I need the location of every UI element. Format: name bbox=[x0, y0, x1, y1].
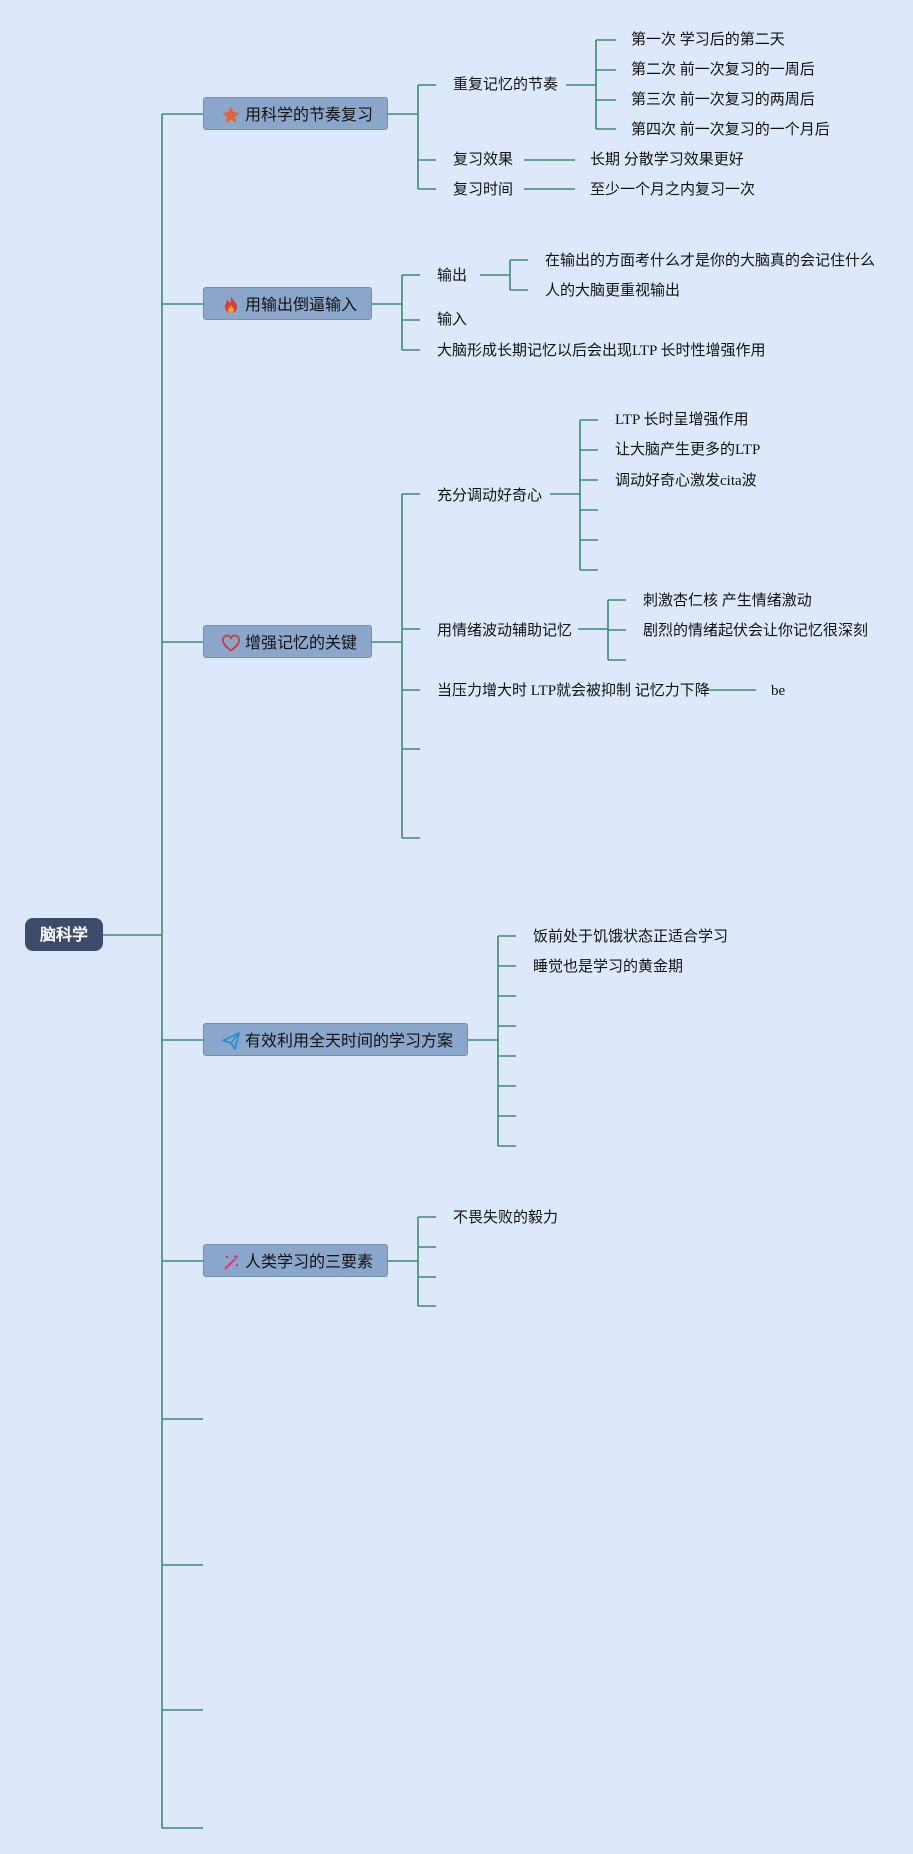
topic-output[interactable]: 输出 bbox=[437, 268, 468, 284]
subtopic-review-effect-detail[interactable]: 长期 分散学习效果更好 bbox=[590, 152, 744, 168]
star-icon bbox=[222, 106, 240, 123]
subtopic-emotional-swing[interactable]: 剧烈的情绪起伏会让你记忆很深刻 bbox=[643, 623, 869, 639]
subtopic-output-detail-2[interactable]: 人的大脑更重视输出 bbox=[545, 283, 681, 299]
subtopic-more-ltp[interactable]: 让大脑产生更多的LTP bbox=[615, 442, 761, 458]
flame-icon bbox=[225, 296, 237, 313]
branch-label: 用科学的节奏复习 bbox=[245, 105, 374, 124]
branch-label: 有效利用全天时间的学习方案 bbox=[245, 1031, 454, 1050]
topic-review-effect[interactable]: 复习效果 bbox=[453, 152, 514, 168]
branch-label: 用输出倒逼输入 bbox=[245, 295, 358, 314]
topic-sleep-golden[interactable]: 睡觉也是学习的黄金期 bbox=[533, 959, 684, 975]
topic-curiosity[interactable]: 充分调动好奇心 bbox=[437, 488, 543, 504]
topic-perseverance[interactable]: 不畏失败的毅力 bbox=[453, 1210, 559, 1226]
branch-label: 增强记忆的关键 bbox=[245, 633, 358, 652]
branch-label: 人类学习的三要素 bbox=[245, 1252, 374, 1271]
subtopic-second-review[interactable]: 第二次 前一次复习的一周后 bbox=[631, 62, 815, 78]
topic-stress-ltp[interactable]: 当压力增大时 LTP就会被抑制 记忆力下降 bbox=[437, 683, 710, 699]
subtopic-review-time-detail[interactable]: 至少一个月之内复习一次 bbox=[590, 182, 756, 198]
branch-node-review-rhythm[interactable]: 用科学的节奏复习 bbox=[203, 97, 388, 130]
root-node[interactable]: 脑科学 bbox=[25, 918, 103, 951]
subtopic-output-detail-1[interactable]: 在输出的方面考什么才是你的大脑真的会记住什么 bbox=[545, 253, 876, 269]
topic-input[interactable]: 输入 bbox=[437, 312, 468, 328]
topic-repeat-rhythm[interactable]: 重复记忆的节奏 bbox=[453, 77, 559, 93]
magic-wand-icon bbox=[224, 1254, 239, 1270]
subtopic-third-review[interactable]: 第三次 前一次复习的两周后 bbox=[631, 92, 815, 108]
subtopic-amygdala[interactable]: 刺激杏仁核 产生情绪激动 bbox=[643, 593, 812, 609]
branch-node-three-elements[interactable]: 人类学习的三要素 bbox=[203, 1244, 388, 1277]
topic-pre-meal-study[interactable]: 饭前处于饥饿状态正适合学习 bbox=[533, 929, 729, 945]
subtopic-cita-wave[interactable]: 调动好奇心激发cita波 bbox=[615, 473, 757, 489]
subtopic-fourth-review[interactable]: 第四次 前一次复习的一个月后 bbox=[631, 122, 830, 138]
paper-plane-icon bbox=[222, 1032, 240, 1050]
heart-icon bbox=[222, 634, 240, 652]
topic-emotion[interactable]: 用情绪波动辅助记忆 bbox=[437, 623, 573, 639]
branch-node-output-driven-input[interactable]: 用输出倒逼输入 bbox=[203, 287, 372, 320]
topic-ltp-long-term[interactable]: 大脑形成长期记忆以后会出现LTP 长时性增强作用 bbox=[437, 343, 766, 359]
subtopic-be[interactable]: be bbox=[771, 683, 786, 699]
subtopic-ltp-enhancement[interactable]: LTP 长时呈增强作用 bbox=[615, 412, 749, 428]
branch-node-memory-key[interactable]: 增强记忆的关键 bbox=[203, 625, 372, 658]
branch-node-daily-plan[interactable]: 有效利用全天时间的学习方案 bbox=[203, 1023, 468, 1056]
topic-review-time[interactable]: 复习时间 bbox=[453, 182, 514, 198]
subtopic-first-review[interactable]: 第一次 学习后的第二天 bbox=[631, 32, 785, 48]
